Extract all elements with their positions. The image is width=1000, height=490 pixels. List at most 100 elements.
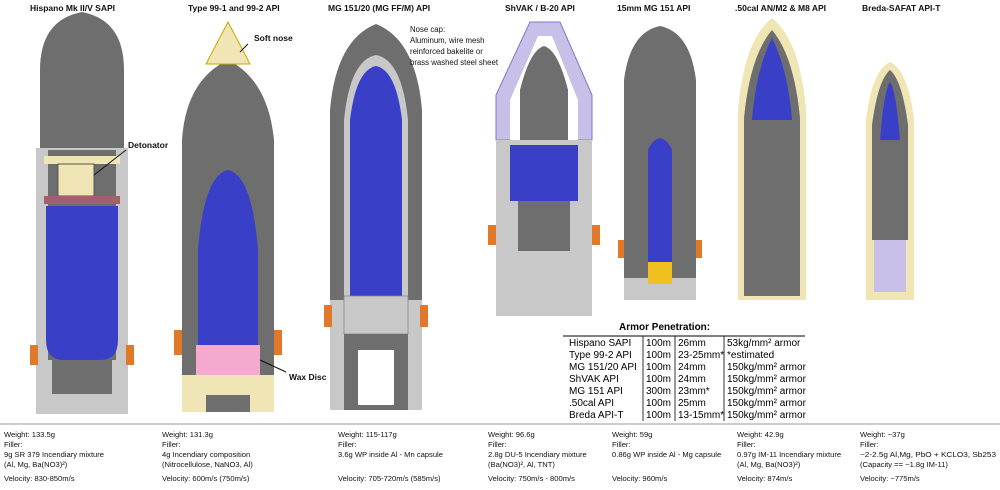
armor-row-3-cell-2: 100m (646, 362, 671, 373)
shell-mg151-20 (324, 24, 428, 410)
shell-title-mg151-15: 15mm MG 151 API (617, 3, 690, 13)
shell-title-50cal: .50cal AN/M2 & M8 API (735, 3, 826, 13)
callout-nose-cap: Nose cap: Aluminum, wire mesh reinforced… (410, 25, 499, 67)
armor-row-2-cell-1: Type 99-2 API (569, 350, 632, 361)
armor-row: MG 151/20 API 100m 24mm 150kg/mm² armor (569, 362, 807, 373)
wax-disc-leader-line (259, 359, 287, 373)
info-line: (Ba(NO3)², Al, TNT) (488, 460, 555, 469)
info-line: Filler: (737, 440, 756, 449)
info-line: Filler: (488, 440, 507, 449)
info-line: Filler: (162, 440, 181, 449)
info-hispano: Weight: 133.5g Filler: 9g SR 379 Incendi… (4, 430, 104, 483)
armor-row-5-cell-2: 300m (646, 386, 671, 397)
shell-shvak (488, 21, 600, 316)
info-line: Filler: (860, 440, 879, 449)
shell-title-shvak: ShVAK / B-20 API (505, 3, 575, 13)
info-mg151-15: Weight: 59g Filler: 0.86g WP inside Al -… (612, 430, 721, 483)
armor-row-2-cell-3: 23-25mm* (678, 350, 724, 361)
shell-50cal (738, 18, 806, 300)
armor-row: Hispano SAPI 100m 26mm 53kg/mm² armor (569, 338, 801, 349)
armor-row: Breda API-T 100m 13-15mm* 150kg/mm² armo… (569, 410, 807, 421)
armor-row: MG 151 API 300m 23mm* 150kg/mm² armor (569, 386, 807, 397)
info-line: Filler: (338, 440, 357, 449)
armor-row: Type 99-2 API 100m 23-25mm* *estimated (569, 350, 774, 361)
info-line: Weight: 96.6g (488, 430, 535, 439)
info-line: 0.97g IM-11 Incendiary mixture (737, 450, 841, 459)
nose-cap-line-4: brass washed steel sheet (410, 58, 499, 67)
armor-row-4-cell-3: 24mm (678, 374, 706, 385)
callout-soft-nose: Soft nose (254, 33, 293, 43)
info-line: (Al, Mg, Ba(NO3)²) (4, 460, 68, 469)
info-line: Filler: (4, 440, 23, 449)
info-line: (Capacity == ~1.8g IM-11) (860, 460, 948, 469)
armor-table: Armor Penetration: Hispano SAPI 100m 26m… (563, 322, 807, 421)
shell-mg151-15 (618, 26, 702, 300)
info-line: Weight: 42.9g (737, 430, 784, 439)
info-line: 4g Incendiary composition (162, 450, 250, 459)
armor-row-7-cell-1: Breda API-T (569, 410, 623, 421)
info-line: Velocity: 830-850m/s (4, 474, 75, 483)
info-line: (Nitrocellulose, NaNO3, Al) (162, 460, 253, 469)
info-line: 2.8g DU-5 Incendiary mixture (488, 450, 587, 459)
detonator-leader-line (93, 149, 127, 176)
shell-title-mg151-20: MG 151/20 (MG FF/M) API (328, 3, 430, 13)
info-line: Filler: (612, 440, 631, 449)
info-line: ~2-2.5g Al,Mg, PbO + KCLO3, Sb253 (860, 450, 996, 459)
armor-row-4-cell-1: ShVAK API (569, 374, 619, 385)
armor-row-2-cell-2: 100m (646, 350, 671, 361)
info-breda: Weight: ~37g Filler: ~2-2.5g Al,Mg, PbO … (860, 430, 996, 483)
armor-row-6-cell-3: 25mm (678, 398, 706, 409)
info-line: Weight: 59g (612, 430, 652, 439)
armor-row-6-cell-1: .50cal API (569, 398, 614, 409)
armor-row: .50cal API 100m 25mm 150kg/mm² armor (569, 398, 807, 409)
info-50cal: Weight: 42.9g Filler: 0.97g IM-11 Incend… (737, 430, 841, 483)
shell-title-breda: Breda-SAFAT API-T (862, 3, 941, 13)
callout-detonator: Detonator (128, 140, 169, 150)
armor-row-4-cell-4: 150kg/mm² armor (727, 374, 807, 385)
info-line: Velocity: 750m/s - 800m/s (488, 474, 575, 483)
armor-row-1-cell-4: 53kg/mm² armor (727, 338, 801, 349)
shell-breda (866, 62, 914, 300)
armor-row-4-cell-2: 100m (646, 374, 671, 385)
shell-hispano (30, 12, 134, 414)
info-line: 9g SR 379 Incendiary mixture (4, 450, 104, 459)
armor-row-5-cell-4: 150kg/mm² armor (727, 386, 807, 397)
armor-row: ShVAK API 100m 24mm 150kg/mm² armor (569, 374, 807, 385)
info-line: Weight: 115-117g (338, 430, 397, 439)
armor-row-1-cell-2: 100m (646, 338, 671, 349)
info-line: Velocity: 600m/s (750m/s) (162, 474, 250, 483)
soft-nose-leader-line (239, 43, 249, 53)
armor-row-5-cell-3: 23mm* (678, 386, 710, 397)
armor-row-3-cell-4: 150kg/mm² armor (727, 362, 807, 373)
info-shvak: Weight: 96.6g Filler: 2.8g DU-5 Incendia… (488, 430, 587, 483)
armor-row-7-cell-3: 13-15mm* (678, 410, 724, 421)
armor-table-title: Armor Penetration: (619, 322, 710, 333)
info-line: Weight: ~37g (860, 430, 905, 439)
armor-row-6-cell-4: 150kg/mm² armor (727, 398, 807, 409)
info-mg151-20: Weight: 115-117g Filler: 3.6g WP inside … (338, 430, 443, 483)
armor-row-5-cell-1: MG 151 API (569, 386, 623, 397)
armor-row-7-cell-4: 150kg/mm² armor (727, 410, 807, 421)
callout-wax-disc: Wax Disc (289, 372, 327, 382)
armor-row-3-cell-1: MG 151/20 API (569, 362, 637, 373)
armor-row-2-cell-4: *estimated (727, 350, 774, 361)
armor-row-1-cell-3: 26mm (678, 338, 706, 349)
armor-row-1-cell-1: Hispano SAPI (569, 338, 631, 349)
armor-row-7-cell-2: 100m (646, 410, 671, 421)
shell-type99 (174, 20, 282, 412)
info-line: Velocity: 874m/s (737, 474, 792, 483)
info-line: Weight: 133.5g (4, 430, 55, 439)
info-line: Weight: 131.3g (162, 430, 213, 439)
armor-row-3-cell-3: 24mm (678, 362, 706, 373)
nose-cap-line-1: Nose cap: (410, 25, 445, 34)
shell-title-type99: Type 99-1 and 99-2 API (188, 3, 280, 13)
info-type99: Weight: 131.3g Filler: 4g Incendiary com… (162, 430, 253, 483)
info-line: Velocity: 705-720m/s (585m/s) (338, 474, 441, 483)
info-line: (Al, Mg, Ba(NO3)²) (737, 460, 801, 469)
armor-row-6-cell-2: 100m (646, 398, 671, 409)
info-line: 0.86g WP inside Al - Mg capsule (612, 450, 721, 459)
info-line: Velocity: 960m/s (612, 474, 667, 483)
nose-cap-line-3: reinforced bakelite or (410, 47, 483, 56)
